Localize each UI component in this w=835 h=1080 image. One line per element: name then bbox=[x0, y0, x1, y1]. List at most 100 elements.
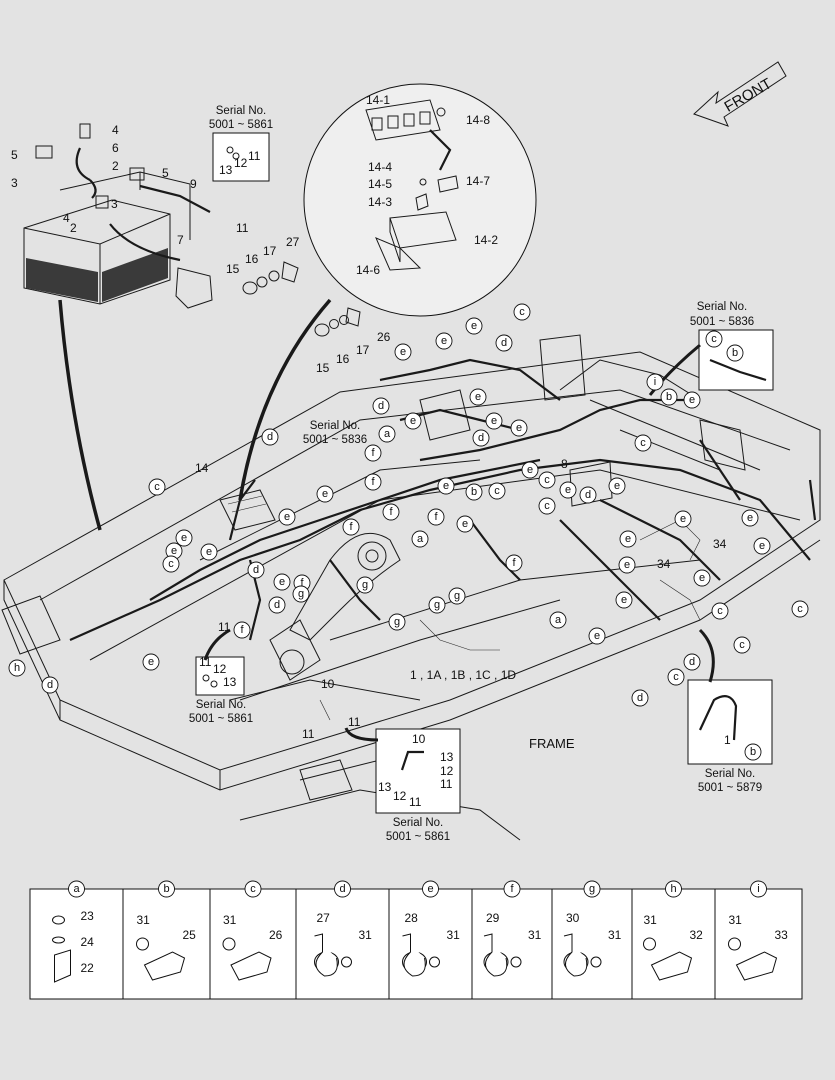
svg-text:b: b bbox=[750, 746, 756, 758]
legend-letter: h bbox=[670, 883, 676, 895]
svg-text:e: e bbox=[625, 533, 631, 545]
svg-text:11: 11 bbox=[248, 149, 261, 163]
svg-text:f: f bbox=[371, 447, 375, 459]
svg-text:c: c bbox=[154, 481, 160, 493]
callout-d: d bbox=[495, 334, 513, 352]
svg-text:11: 11 bbox=[348, 715, 361, 729]
svg-text:e: e bbox=[148, 656, 154, 668]
svg-text:13: 13 bbox=[378, 780, 392, 794]
svg-text:e: e bbox=[322, 488, 328, 500]
battery-assembly bbox=[23, 123, 213, 309]
callout-d: d bbox=[683, 653, 701, 671]
callout-e: e bbox=[465, 317, 483, 335]
callout-c: c bbox=[488, 482, 506, 500]
callout-e: e bbox=[683, 391, 701, 409]
svg-text:11: 11 bbox=[199, 655, 212, 669]
svg-text:d: d bbox=[478, 432, 484, 444]
svg-text:e: e bbox=[689, 394, 695, 406]
svg-text:g: g bbox=[454, 590, 460, 602]
svg-text:c: c bbox=[717, 605, 723, 617]
svg-text:Serial No.: Serial No. bbox=[393, 817, 444, 829]
callout-a: a bbox=[378, 425, 396, 443]
svg-text:e: e bbox=[565, 484, 571, 496]
svg-text:13: 13 bbox=[223, 675, 237, 689]
callout-a: a bbox=[411, 530, 429, 548]
callout-g: g bbox=[428, 596, 446, 614]
svg-text:e: e bbox=[624, 559, 630, 571]
svg-text:e: e bbox=[759, 540, 765, 552]
svg-text:5001 ~ 5861: 5001 ~ 5861 bbox=[209, 119, 273, 131]
legend-letter: g bbox=[589, 883, 595, 895]
svg-text:c: c bbox=[168, 558, 174, 570]
svg-text:e: e bbox=[441, 335, 447, 347]
svg-text:27: 27 bbox=[286, 235, 300, 249]
callout-d: d bbox=[631, 689, 649, 707]
svg-text:26: 26 bbox=[377, 330, 391, 344]
svg-text:e: e bbox=[443, 480, 449, 492]
callout-g: g bbox=[448, 587, 466, 605]
svg-text:Serial No.: Serial No. bbox=[310, 420, 361, 432]
svg-text:i: i bbox=[654, 376, 656, 388]
callout-d: d bbox=[41, 676, 59, 694]
callout-g: g bbox=[356, 576, 374, 594]
callout-e: e bbox=[588, 627, 606, 645]
callout-e: e bbox=[273, 573, 291, 591]
svg-text:14-8: 14-8 bbox=[466, 113, 490, 127]
svg-text:a: a bbox=[417, 533, 424, 545]
legend-part-label: 27 bbox=[317, 911, 331, 925]
legend-part-label: 32 bbox=[690, 928, 704, 942]
svg-text:14-4: 14-4 bbox=[368, 160, 392, 174]
svg-text:e: e bbox=[400, 346, 406, 358]
svg-text:d: d bbox=[378, 400, 384, 412]
svg-text:g: g bbox=[394, 616, 400, 628]
callout-f: f bbox=[505, 554, 523, 572]
legend-part-label: 24 bbox=[81, 935, 95, 949]
svg-text:e: e bbox=[614, 480, 620, 492]
svg-text:2: 2 bbox=[112, 159, 119, 173]
callout-f: f bbox=[364, 473, 382, 491]
svg-text:14-2: 14-2 bbox=[474, 233, 498, 247]
svg-text:e: e bbox=[747, 512, 753, 524]
legend-letter: b bbox=[163, 883, 169, 895]
callout-e: e bbox=[619, 530, 637, 548]
serial-box-lower-right: Serial No. 5001 ~ 5879 bbox=[687, 679, 773, 794]
battery-leader bbox=[58, 299, 102, 531]
detail-circle-relay bbox=[303, 83, 537, 317]
svg-text:17: 17 bbox=[263, 244, 277, 258]
svg-text:e: e bbox=[181, 532, 187, 544]
callout-f: f bbox=[342, 518, 360, 536]
legend-part-label: 31 bbox=[223, 913, 237, 927]
svg-text:h: h bbox=[14, 662, 20, 674]
callout-e: e bbox=[510, 419, 528, 437]
callout-e: e bbox=[200, 543, 218, 561]
svg-text:e: e bbox=[471, 320, 477, 332]
svg-text:f: f bbox=[300, 577, 304, 589]
svg-text:14-6: 14-6 bbox=[356, 263, 380, 277]
svg-text:11: 11 bbox=[409, 795, 422, 809]
svg-text:g: g bbox=[362, 579, 368, 591]
legend-part-label: 25 bbox=[183, 928, 197, 942]
serial-box-lower-center: Serial No. 5001 ~ 5861 bbox=[375, 728, 461, 843]
callout-c: c bbox=[538, 497, 556, 515]
legend-part-label: 31 bbox=[359, 928, 373, 942]
svg-text:e: e bbox=[284, 511, 290, 523]
svg-text:15: 15 bbox=[316, 361, 330, 375]
svg-text:c: c bbox=[494, 485, 500, 497]
svg-text:f: f bbox=[389, 506, 393, 518]
svg-text:11: 11 bbox=[218, 620, 231, 634]
svg-text:c: c bbox=[640, 437, 646, 449]
leader-lower-center bbox=[344, 727, 379, 742]
legend-part-label: 26 bbox=[269, 928, 283, 942]
legend-part-label: 22 bbox=[81, 961, 95, 975]
callout-e: e bbox=[608, 477, 626, 495]
svg-text:34: 34 bbox=[657, 557, 671, 571]
callout-b: b bbox=[744, 743, 762, 761]
callout-e: e bbox=[753, 537, 771, 555]
callout-d: d bbox=[268, 596, 286, 614]
svg-text:d: d bbox=[689, 656, 695, 668]
svg-text:f: f bbox=[434, 511, 438, 523]
callout-e: e bbox=[394, 343, 412, 361]
callout-c: c bbox=[162, 555, 180, 573]
legend-part-label: 33 bbox=[775, 928, 789, 942]
svg-text:5: 5 bbox=[162, 166, 169, 180]
